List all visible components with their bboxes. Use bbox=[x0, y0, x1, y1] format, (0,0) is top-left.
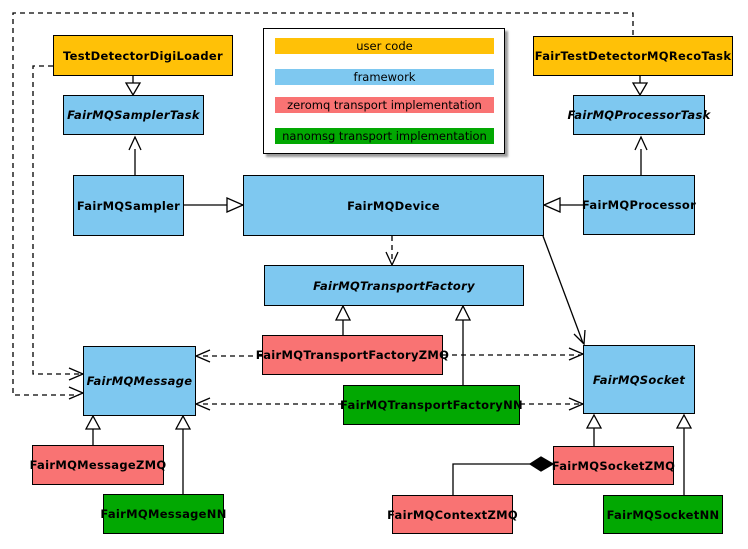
triangle-arrowhead-icon bbox=[226, 197, 245, 213]
class-box-fairtestdetectormqrecotask: FairTestDetectorMQRecoTask bbox=[533, 36, 733, 76]
open-arrowhead-icon bbox=[634, 135, 648, 151]
triangle-arrowhead-icon bbox=[585, 413, 603, 429]
legend-item-framework: framework bbox=[275, 69, 494, 85]
class-box-fairmqsocketzmq: FairMQSocketZMQ bbox=[552, 446, 675, 485]
open-arrowhead-icon bbox=[573, 329, 586, 346]
class-box-fairmqsampler: FairMQSampler bbox=[73, 175, 184, 236]
class-box-fairmqmessage: FairMQMessage bbox=[83, 346, 196, 416]
class-box-fairmqprocessor: FairMQProcessor bbox=[582, 175, 696, 235]
class-box-fairmqprocessortask: FairMQProcessorTask bbox=[567, 95, 710, 135]
legend-item-nanomsg: nanomsg transport implementation bbox=[275, 128, 494, 144]
filled-diamond-icon bbox=[528, 456, 555, 472]
triangle-arrowhead-icon bbox=[542, 197, 561, 213]
class-box-testdetectordigiloader: TestDetectorDigiLoader bbox=[53, 35, 233, 76]
open-arrowhead-icon bbox=[194, 349, 211, 363]
open-arrowhead-icon bbox=[128, 135, 142, 151]
dependency-digiloader-to-message bbox=[32, 65, 79, 375]
open-arrowhead-icon bbox=[194, 397, 211, 411]
triangle-arrowhead-icon bbox=[454, 304, 472, 321]
dependency-recotask-to-message bbox=[12, 12, 634, 396]
class-box-fairmqdevice: FairMQDevice bbox=[243, 175, 544, 236]
class-box-fairmqtransportfactorynn: FairMQTransportFactoryNN bbox=[340, 385, 523, 425]
open-arrowhead-icon bbox=[68, 386, 85, 400]
edge-device-socket bbox=[542, 235, 584, 344]
triangle-arrowhead-icon bbox=[334, 304, 352, 321]
class-box-fairmqmessagezmq: FairMQMessageZMQ bbox=[30, 445, 166, 485]
edge-contextzmq-socketzmq bbox=[452, 463, 530, 495]
class-box-fairmqcontextzmq: FairMQContextZMQ bbox=[387, 495, 518, 534]
triangle-arrowhead-icon bbox=[124, 82, 142, 97]
triangle-arrowhead-icon bbox=[675, 413, 693, 429]
triangle-arrowhead-icon bbox=[631, 82, 649, 97]
triangle-arrowhead-icon bbox=[174, 414, 192, 430]
class-box-fairmqsocket: FairMQSocket bbox=[583, 345, 695, 414]
class-box-fairmqmessagenn: FairMQMessageNN bbox=[100, 494, 226, 534]
triangle-arrowhead-icon bbox=[84, 414, 102, 430]
legend-item-user-code: user code bbox=[275, 38, 494, 54]
class-box-fairmqtransportfactoryzmq: FairMQTransportFactoryZMQ bbox=[256, 335, 449, 375]
legend-item-zeromq: zeromq transport implementation bbox=[275, 97, 494, 113]
class-box-fairmqsocketnn: FairMQSocketNN bbox=[603, 495, 723, 534]
legend-box: user code framework zeromq transport imp… bbox=[263, 28, 505, 154]
class-box-fairmqsamplertask: FairMQSamplerTask bbox=[63, 95, 204, 135]
class-box-fairmqtransportfactory: FairMQTransportFactory bbox=[264, 265, 524, 306]
open-arrowhead-icon bbox=[568, 347, 585, 361]
